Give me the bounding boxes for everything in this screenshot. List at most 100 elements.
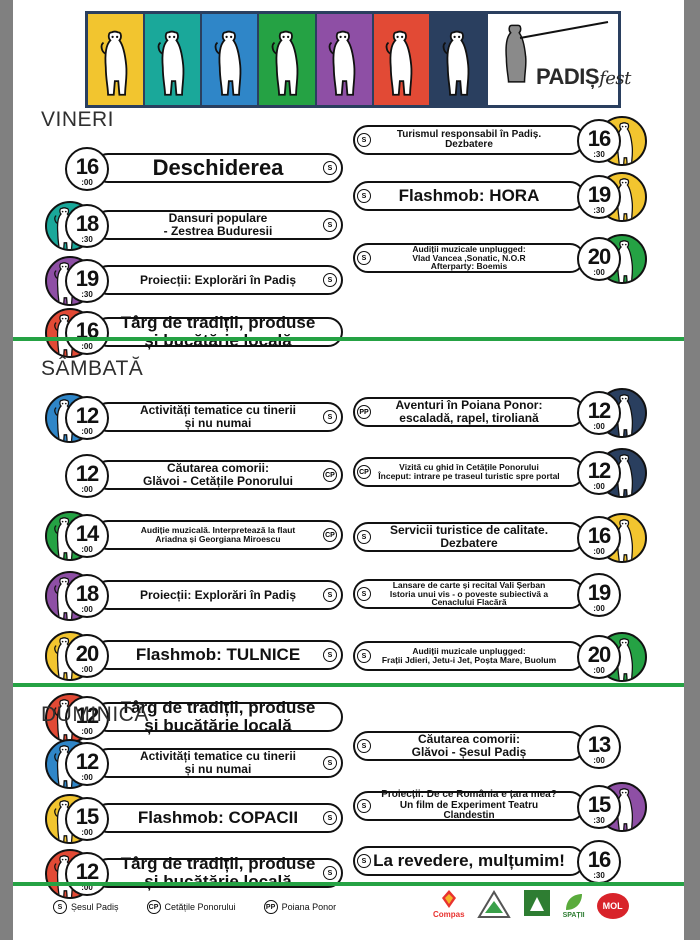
event: Audiții muzicale unplugged: Vlad Vancea … xyxy=(353,234,673,284)
location-cp-icon: CP xyxy=(146,900,161,914)
event-title: Flashmob: COPACII xyxy=(93,803,343,833)
event-time: 20:00 xyxy=(577,237,621,281)
event-time: 12:00 xyxy=(65,742,109,786)
event-title: Proiecții: De ce România e țara mea? Un … xyxy=(353,790,585,821)
logo-text: PADIȘ xyxy=(535,64,600,89)
event-title: Târg de tradiții, produse și bucătărie l… xyxy=(93,314,343,349)
event-minute: :30 xyxy=(593,816,605,825)
event-hour: 16 xyxy=(587,847,611,872)
event-time: 12:00 xyxy=(577,391,621,435)
bear-icon xyxy=(270,28,304,103)
event: Lansare de carte și recital Vali Șerban … xyxy=(353,573,673,617)
event-time: 15:30 xyxy=(577,785,621,829)
banner-panel-blue xyxy=(202,14,260,105)
location-cp-icon: CP xyxy=(323,528,337,542)
event-title: Flashmob: HORA xyxy=(353,181,585,211)
event-title: Aventuri în Poiana Ponor: escaladă, rape… xyxy=(353,397,585,427)
event-title: Turismul responsabil în Padiș. Dezbatere xyxy=(353,125,585,155)
event: Căutarea comorii: Glăvoi - Cetățile Pono… xyxy=(45,454,365,498)
event-minute: :30 xyxy=(81,235,93,244)
event-time: 13:00 xyxy=(577,725,621,769)
legend-label: Poiana Ponor xyxy=(281,902,337,912)
event: Servicii turistice de calitate. Dezbater… xyxy=(353,513,673,563)
location-s-icon: S xyxy=(357,530,371,544)
event-hour: 15 xyxy=(75,804,99,829)
event-time: 19:00 xyxy=(577,573,621,617)
event-time: 16:30 xyxy=(577,119,621,163)
event-minute: :30 xyxy=(593,150,605,159)
event-time: 12:00 xyxy=(577,451,621,495)
event-title: Audiții muzicale unplugged: Frații Jdier… xyxy=(353,641,585,671)
event: Târg de tradiții, produse și bucătărie l… xyxy=(45,308,365,358)
event-minute: :00 xyxy=(81,883,93,892)
event-time: 18:30 xyxy=(65,204,109,248)
event-hour: 14 xyxy=(75,521,99,546)
section-divider xyxy=(13,882,684,886)
location-s-icon: S xyxy=(323,588,337,602)
event-title: Servicii turistice de calitate. Dezbater… xyxy=(353,522,585,552)
location-pp-icon: PP xyxy=(357,405,371,419)
event-hour: 16 xyxy=(587,126,611,151)
event: Vizită cu ghid în Cetățile Ponorului Înc… xyxy=(353,448,673,498)
event-hour: 19 xyxy=(587,580,611,605)
event-hour: 19 xyxy=(587,182,611,207)
event-minute: :00 xyxy=(593,666,605,675)
event-minute: :00 xyxy=(593,604,605,613)
alphorn-icon xyxy=(519,21,609,39)
banner-panel-yellow xyxy=(88,14,146,105)
compas-logo: Compas xyxy=(433,888,465,919)
event-hour: 13 xyxy=(587,732,611,757)
location-s-icon: S xyxy=(357,649,371,663)
location-s-icon: S xyxy=(357,251,371,265)
event-title: Proiecții: Explorări în Padiș xyxy=(93,265,343,295)
day-title: SÂMBATĂ xyxy=(41,357,144,380)
event-time: 20:00 xyxy=(577,635,621,679)
location-s-icon: S xyxy=(323,410,337,424)
event-minute: :30 xyxy=(593,871,605,880)
location-cp-icon: CP xyxy=(357,465,371,479)
event-title: Proiecții: Explorări în Padiș xyxy=(93,580,343,610)
event-minute: :30 xyxy=(81,290,93,299)
event-title: Deschiderea xyxy=(93,153,343,183)
event-minute: :00 xyxy=(593,547,605,556)
park-logo xyxy=(523,890,550,916)
event-time: 12:00 xyxy=(65,696,109,740)
logo-suffix: fest xyxy=(599,68,631,89)
event-time: 12:00 xyxy=(65,852,109,896)
event-hour: 12 xyxy=(587,398,611,423)
event-hour: 12 xyxy=(75,461,99,486)
location-s-icon: S xyxy=(357,854,371,868)
event-hour: 12 xyxy=(75,703,99,728)
location-s-icon: S xyxy=(323,811,337,825)
event-minute: :00 xyxy=(593,422,605,431)
mol-logo: MOL xyxy=(596,893,629,919)
spatii-logo: SPAȚII xyxy=(563,892,585,919)
banner-panel-navy xyxy=(430,14,488,105)
location-s-icon: S xyxy=(323,161,337,175)
banner-panel-green xyxy=(259,14,317,105)
event-hour: 20 xyxy=(75,641,99,666)
event-time: 19:30 xyxy=(577,175,621,219)
event-title: Căutarea comorii: Glăvoi - Șesul Padiș xyxy=(353,731,585,761)
event-minute: :30 xyxy=(593,206,605,215)
event-minute: :00 xyxy=(593,268,605,277)
event-time: 16:30 xyxy=(577,840,621,884)
event: Audiții muzicale unplugged: Frații Jdier… xyxy=(353,632,673,682)
event-time: 19:30 xyxy=(65,259,109,303)
bear-icon xyxy=(213,28,247,103)
event: Turismul responsabil în Padiș. Dezbatere… xyxy=(353,116,673,166)
event-hour: 20 xyxy=(587,642,611,667)
event-minute: :00 xyxy=(81,605,93,614)
event-time: 16:00 xyxy=(577,516,621,560)
event-minute: :00 xyxy=(81,545,93,554)
event: Audiție muzicală. Interpretează la flaut… xyxy=(45,511,365,561)
